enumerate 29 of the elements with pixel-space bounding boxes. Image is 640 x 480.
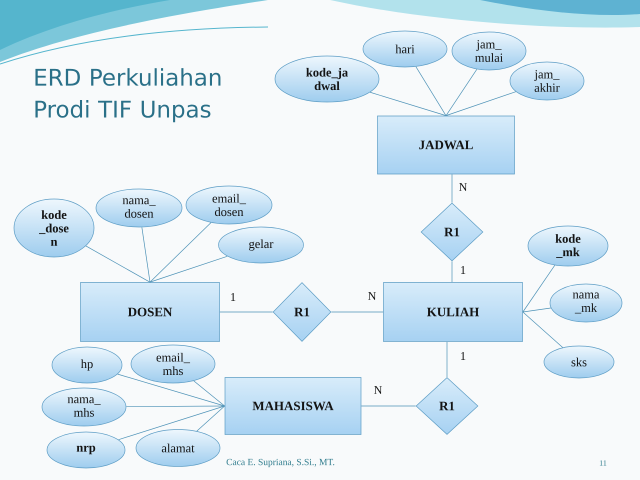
cardinality-label: 1 bbox=[459, 351, 467, 361]
connector-line bbox=[117, 374, 225, 406]
connector-line bbox=[522, 308, 552, 312]
connector-line bbox=[142, 226, 150, 282]
entity-box: MAHASISWA bbox=[224, 377, 362, 435]
connector-line bbox=[446, 68, 478, 116]
cardinality-label: 1 bbox=[459, 265, 467, 275]
connector-line bbox=[86, 246, 150, 282]
entity-box: KULIAH bbox=[383, 282, 523, 342]
entity-box: DOSEN bbox=[80, 282, 220, 342]
connector-line bbox=[126, 406, 225, 408]
slide-title: ERD Perkuliahan Prodi TIF Unpas bbox=[35, 68, 220, 122]
connector-line bbox=[370, 92, 446, 116]
connector-line bbox=[150, 222, 212, 282]
cardinality-label: 1 bbox=[229, 292, 237, 302]
footer-text: Caca E. Supriana, S.Si., MT. bbox=[226, 458, 334, 468]
connector-line bbox=[522, 264, 556, 312]
connector-line bbox=[522, 312, 564, 348]
connector-line bbox=[196, 406, 225, 432]
connector-line bbox=[446, 342, 448, 378]
cardinality-label: N bbox=[366, 291, 378, 301]
cardinality-label: N bbox=[458, 182, 468, 192]
entity-box: JADWAL bbox=[377, 116, 515, 174]
connector-line bbox=[446, 91, 516, 116]
connector-line bbox=[150, 256, 228, 282]
connector-line bbox=[193, 380, 225, 406]
connector-line bbox=[416, 66, 446, 116]
cardinality-label: N bbox=[372, 385, 384, 395]
connector-line bbox=[118, 406, 225, 440]
